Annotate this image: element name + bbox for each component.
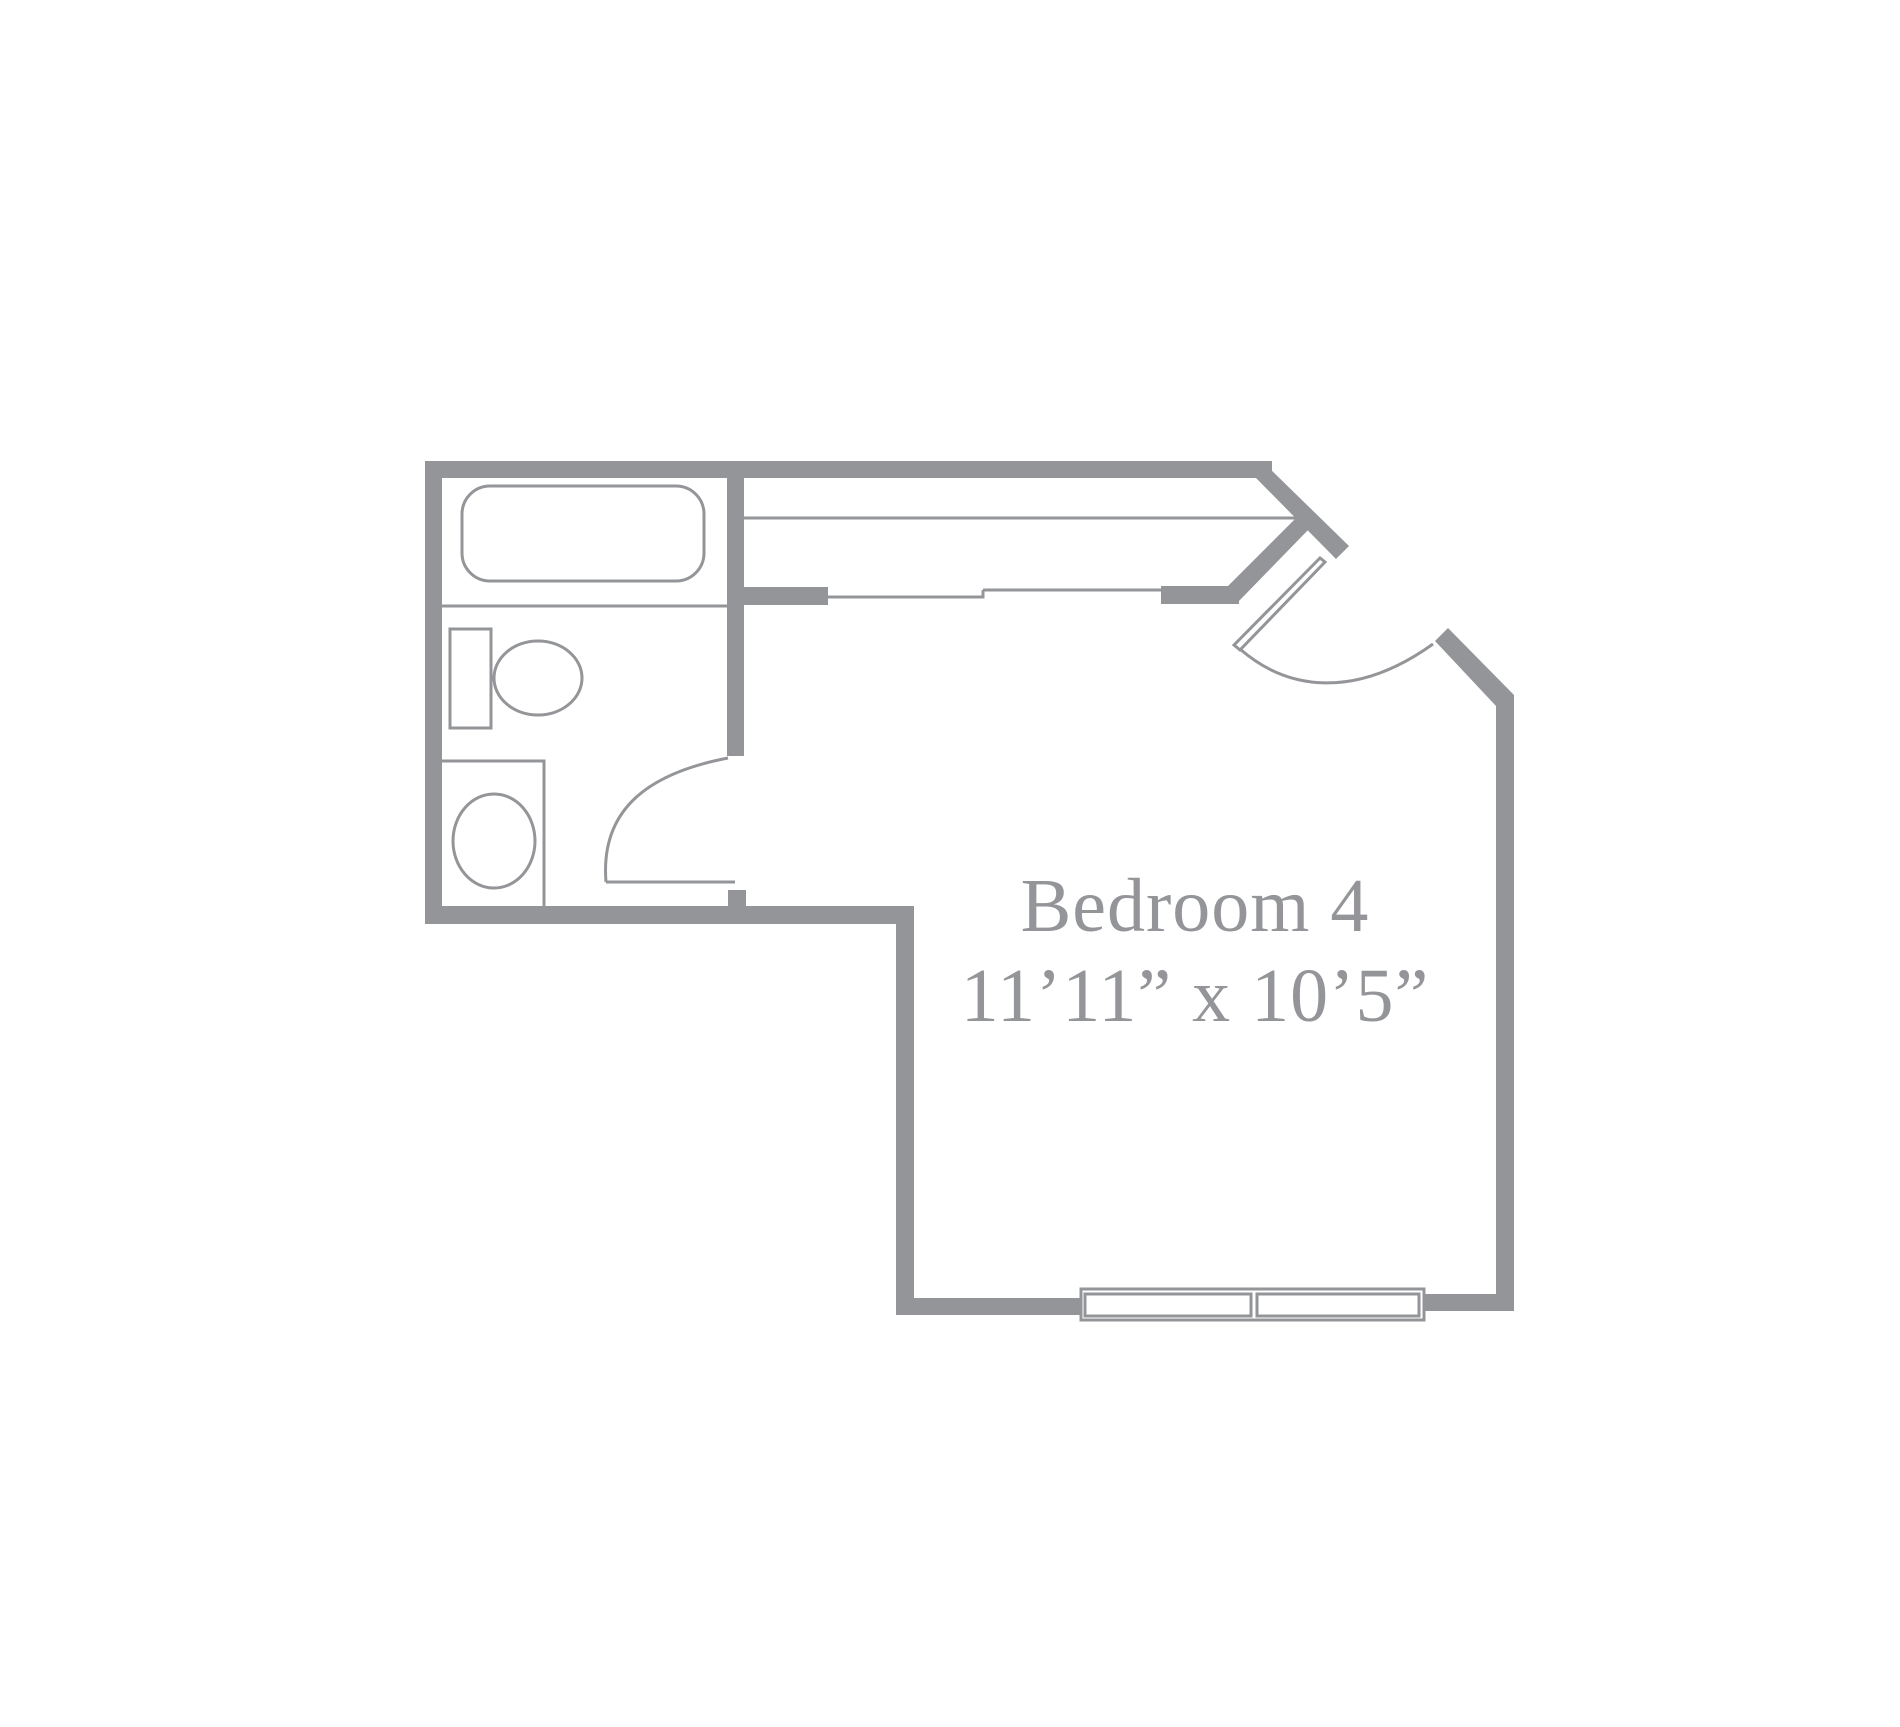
top-right-angled-wall: [1256, 461, 1349, 559]
bedroom-bottom-wall-left: [896, 1298, 1081, 1315]
closet: [744, 516, 1305, 599]
top-wall: [425, 461, 1272, 478]
room-dimensions-label: 11’11” x 10’5”: [960, 954, 1430, 1038]
left-wall: [425, 461, 442, 924]
closet-sliding-door-left: [828, 590, 985, 599]
toilet-tank: [448, 627, 493, 730]
bathtub: [460, 484, 706, 583]
bedroom-door-swing: [1239, 642, 1434, 685]
door-jamb: [728, 890, 746, 908]
bathroom-partition-wall: [727, 472, 744, 756]
bedroom-right-wall: [1496, 706, 1514, 1311]
bedroom-left-wall: [896, 906, 914, 1315]
closet-wall-right: [1161, 586, 1239, 604]
bathroom: [442, 484, 727, 906]
doors: [604, 555, 1434, 884]
walls: [425, 461, 1514, 1315]
room-name-label: Bedroom 4: [1020, 864, 1370, 948]
bedroom-door-leaf: [1231, 555, 1328, 653]
closet-wall-left: [744, 587, 828, 605]
window-pane-left: [1083, 1292, 1253, 1318]
vanity-counter: [442, 759, 546, 906]
toilet-bowl: [492, 639, 584, 717]
bathroom-door-swing: [604, 756, 729, 883]
sink-basin: [451, 792, 537, 890]
window-pane-right: [1255, 1292, 1421, 1318]
right-angled-wall: [1435, 628, 1514, 716]
window: [1079, 1287, 1426, 1322]
bedroom-bottom-wall-right: [1424, 1294, 1514, 1311]
closet-angled-wall: [1226, 516, 1310, 602]
bathroom-bottom-wall: [425, 906, 914, 924]
